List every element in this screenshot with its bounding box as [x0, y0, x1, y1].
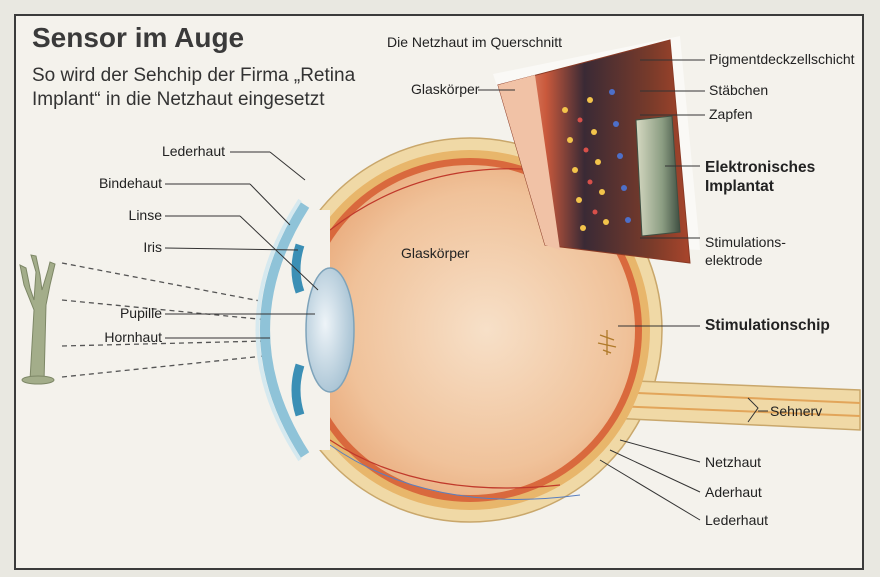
label-staebchen: Stäbchen — [709, 82, 768, 98]
label-lederhaut-bottom: Lederhaut — [705, 512, 768, 528]
label-glaskoerper-inset: Glaskörper — [411, 81, 479, 97]
lens — [306, 268, 354, 392]
implant-block — [636, 116, 680, 236]
label-lederhaut-top: Lederhaut — [162, 143, 225, 159]
label-pigment: Pigmentdeckzellschicht — [709, 51, 855, 67]
optic-nerve — [610, 380, 860, 430]
label-aderhaut: Aderhaut — [705, 484, 762, 500]
label-zapfen: Zapfen — [709, 106, 753, 122]
label-iris: Iris — [143, 239, 162, 255]
label-pupille: Pupille — [120, 305, 162, 321]
label-glaskoerper-main: Glaskörper — [401, 245, 469, 261]
label-stim-chip: Stimulationschip — [705, 316, 830, 335]
label-stim-elektrode: Stimulations- elektrode — [705, 233, 795, 269]
label-implantat: Elektronisches Implantat — [705, 158, 815, 196]
inset-title: Die Netzhaut im Querschnitt — [387, 34, 562, 50]
label-hornhaut: Hornhaut — [104, 329, 162, 345]
label-bindehaut: Bindehaut — [99, 175, 162, 191]
iris — [296, 245, 300, 292]
label-netzhaut: Netzhaut — [705, 454, 761, 470]
label-linse: Linse — [129, 207, 162, 223]
label-sehnerv: Sehnerv — [770, 403, 822, 419]
tree-icon — [20, 255, 55, 384]
